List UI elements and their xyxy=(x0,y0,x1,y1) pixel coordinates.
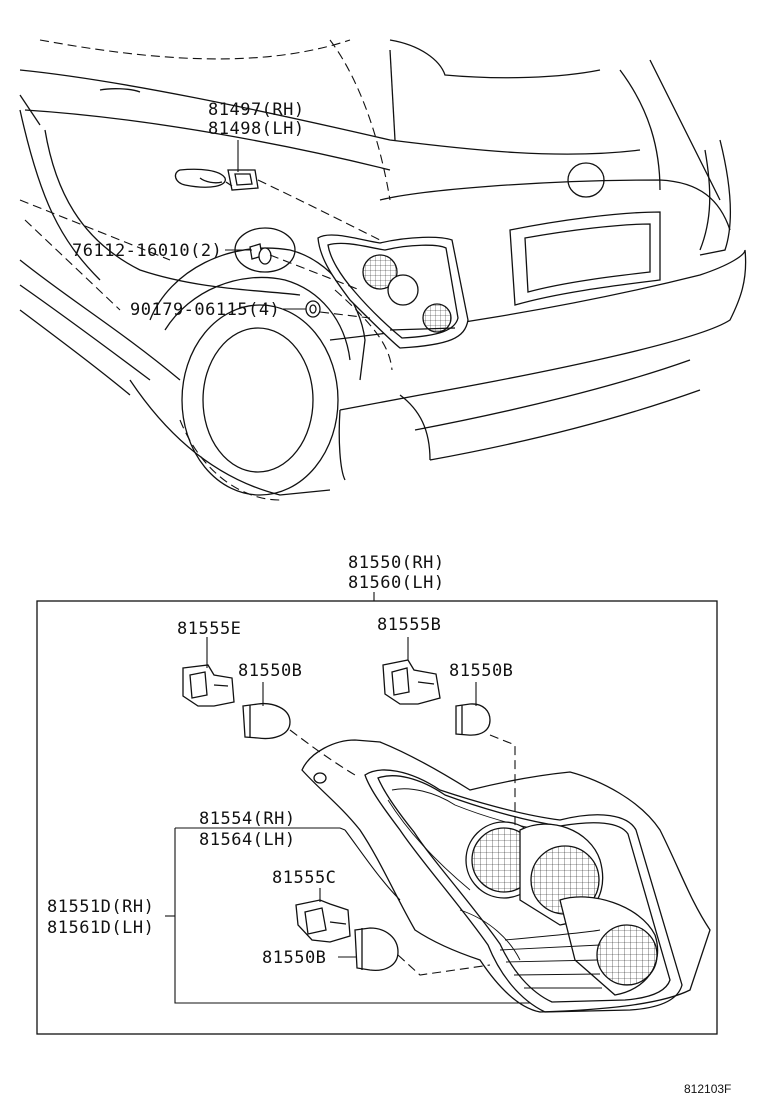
socket-81555B xyxy=(382,659,441,705)
label-81560: 81560(LH) xyxy=(348,573,445,593)
label-81555B: 81555B xyxy=(377,615,441,635)
label-81550B-left: 81550B xyxy=(238,661,302,681)
label-81550: 81550(RH) xyxy=(348,553,445,573)
reflector-stripes xyxy=(499,929,602,989)
label-81555C: 81555C xyxy=(272,868,336,888)
label-81555E: 81555E xyxy=(177,619,241,639)
label-81554: 81554(RH) xyxy=(199,809,296,829)
socket-81555E xyxy=(182,664,235,707)
reference-code: 812103F xyxy=(684,1082,731,1096)
label-76112: 76112-16010(2) xyxy=(72,241,222,261)
bulb-81550B-right xyxy=(455,703,491,736)
label-81498: 81498(LH) xyxy=(208,119,305,139)
label-81550B-right: 81550B xyxy=(449,661,513,681)
label-81551D: 81551D(RH) xyxy=(47,897,154,917)
car-rear-illustration xyxy=(19,39,747,501)
bulb-81550B-left xyxy=(242,702,291,740)
lens-lower xyxy=(559,896,659,996)
tail-lamp-assembly xyxy=(36,592,718,1035)
socket-81555C xyxy=(295,899,351,943)
label-81561D: 81561D(LH) xyxy=(47,918,154,938)
label-81497: 81497(RH) xyxy=(208,100,305,120)
bulb-81550B-bottom xyxy=(354,927,399,971)
label-81564: 81564(LH) xyxy=(199,830,296,850)
label-90179: 90179-06115(4) xyxy=(130,300,280,320)
label-81550B-bottom: 81550B xyxy=(262,948,326,968)
part-labels: 81497(RH) 81498(LH) 76112-16010(2) 90179… xyxy=(47,100,731,1096)
assembly-frame xyxy=(36,600,718,1035)
